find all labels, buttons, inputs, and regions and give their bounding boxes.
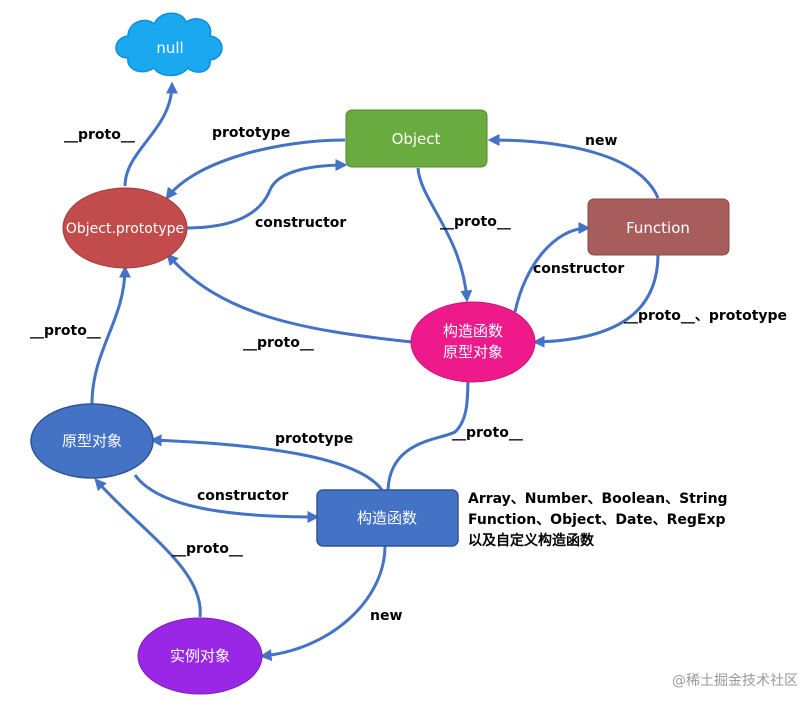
- note-line-2: Function、Object、Date、RegExp: [468, 512, 726, 528]
- edge-po-to-op: [90, 265, 131, 405]
- constructor-fn-node: 构造函数: [316, 489, 459, 547]
- edge-ctor-proto: [386, 364, 474, 491]
- function-label: Function: [626, 219, 690, 237]
- edge-op-to-null: [123, 81, 178, 187]
- object-prototype-node: Object.prototype: [62, 187, 188, 269]
- edge-op-constructor: [185, 159, 348, 230]
- edge-po-constructor: [133, 474, 320, 523]
- ctor-prototype-label-1: 构造函数: [443, 322, 503, 340]
- edge-inst-proto: [94, 478, 202, 618]
- edge-function-proto-prototype: [532, 253, 660, 348]
- label-po-to-op: __proto__: [30, 323, 101, 339]
- label-ctor-proto: __proto__: [452, 425, 523, 441]
- edge-ctor-new: [259, 545, 387, 662]
- object-label: Object: [392, 130, 441, 148]
- label-function-constructor: constructor: [533, 261, 624, 277]
- label-object-prototype: prototype: [212, 125, 290, 141]
- edge-object-prototype: [165, 138, 346, 200]
- null-label: null: [156, 39, 183, 57]
- edge-cp-to-op: [166, 253, 413, 344]
- label-ctor-new: new: [370, 608, 402, 624]
- ctor-prototype-node: 构造函数 原型对象: [410, 301, 536, 383]
- label-function-new: new: [585, 133, 617, 149]
- label-object-proto: __proto__: [440, 214, 511, 230]
- label-po-constructor: constructor: [197, 488, 288, 504]
- prototype-object-node: 原型对象: [30, 403, 154, 479]
- null-cloud: null: [115, 12, 223, 77]
- label-inst-proto: __proto__: [172, 541, 243, 557]
- edge-function-new: [487, 134, 660, 199]
- instance-node: 实例对象: [137, 617, 263, 695]
- object-node: Object: [345, 109, 488, 168]
- label-function-proto-prototype: __proto__、prototype: [624, 308, 787, 324]
- function-node: Function: [587, 198, 730, 256]
- edge-function-constructor: [513, 222, 591, 313]
- edge-object-proto: [416, 167, 473, 303]
- object-prototype-label: Object.prototype: [66, 221, 184, 237]
- label-op-to-null: __proto__: [64, 127, 135, 143]
- prototype-object-label: 原型对象: [62, 432, 122, 450]
- instance-label: 实例对象: [170, 647, 230, 665]
- edge-ctor-prototype: [149, 434, 384, 491]
- watermark: @稀土掘金技术社区: [672, 673, 798, 689]
- label-cp-to-op: __proto__: [243, 335, 314, 351]
- note-line-3: 以及自定义构造函数: [468, 532, 595, 549]
- label-op-constructor: constructor: [255, 215, 346, 231]
- note-line-1: Array、Number、Boolean、String: [468, 491, 728, 507]
- label-ctor-prototype: prototype: [275, 431, 353, 447]
- ctor-prototype-label-2: 原型对象: [443, 343, 503, 361]
- constructor-fn-label: 构造函数: [357, 509, 417, 527]
